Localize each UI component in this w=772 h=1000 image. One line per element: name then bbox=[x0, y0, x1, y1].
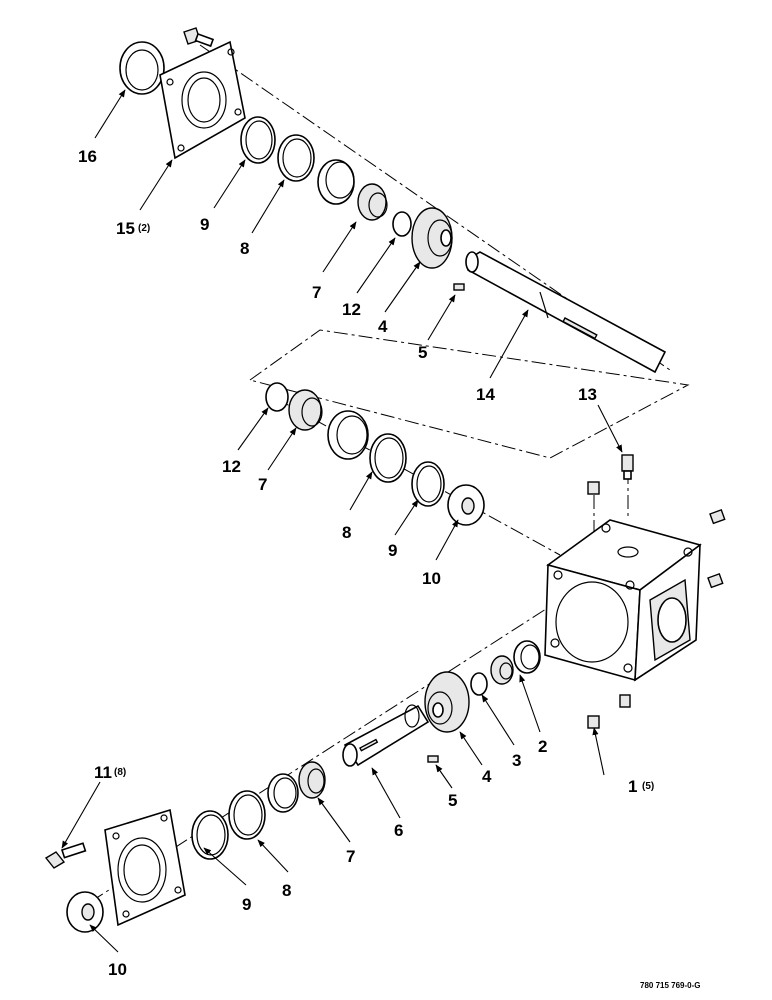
key-part-5-bot bbox=[427, 755, 439, 763]
seal-part-16 bbox=[119, 41, 165, 95]
callout-7-top: 7 bbox=[312, 283, 321, 302]
grease-fitting-part-13 bbox=[621, 454, 634, 480]
callout-16: 16 bbox=[78, 147, 97, 166]
washer-part-10-bot bbox=[66, 891, 104, 933]
callout-9-top: 9 bbox=[200, 215, 209, 234]
callout-6: 6 bbox=[394, 821, 403, 840]
callout-5-top: 5 bbox=[418, 343, 427, 362]
callout-9-bot: 9 bbox=[242, 895, 251, 914]
flange-plate-bot bbox=[104, 808, 186, 927]
bearing-cone-part-7-top bbox=[357, 183, 388, 221]
callout-13: 13 bbox=[578, 385, 597, 404]
ring-part-8-bot bbox=[228, 790, 266, 840]
snap-ring-part-9-top bbox=[240, 116, 276, 164]
callout-11-qty: (8) bbox=[114, 767, 126, 778]
gearbox-housing-part-1 bbox=[544, 519, 702, 682]
drawing-code: 780 715 769-0-G bbox=[640, 981, 701, 990]
washer-part-10-mid bbox=[447, 484, 485, 526]
bevel-gear-part-4-bot bbox=[424, 671, 470, 733]
callout-11: 11 bbox=[94, 763, 112, 782]
bearing-cup-mid bbox=[327, 410, 369, 460]
callout-4-bot: 4 bbox=[482, 767, 492, 786]
bolt-part-11 bbox=[44, 842, 87, 869]
callout-9-mid: 9 bbox=[388, 541, 397, 560]
bearing-cone-part-7-mid bbox=[288, 389, 323, 431]
callout-12-mid: 12 bbox=[222, 457, 241, 476]
callout-1: 1 bbox=[628, 777, 637, 796]
callout-8-mid: 8 bbox=[342, 523, 351, 542]
shaft-part-6 bbox=[342, 704, 430, 767]
ring-part-8-mid bbox=[369, 433, 407, 483]
callout-15-qty: (2) bbox=[138, 223, 150, 234]
callout-5-bot: 5 bbox=[448, 791, 457, 810]
callout-2: 2 bbox=[538, 737, 547, 756]
bearing-cone-part-2 bbox=[490, 655, 514, 685]
shaft-part-14 bbox=[465, 251, 667, 374]
callout-7-mid: 7 bbox=[258, 475, 267, 494]
callout-10-mid: 10 bbox=[422, 569, 441, 588]
ring-part-12-mid bbox=[265, 382, 289, 412]
callout-8-top: 8 bbox=[240, 239, 249, 258]
bevel-gear-part-4-top bbox=[411, 207, 453, 269]
bearing-cup-part-2 bbox=[513, 640, 541, 674]
callout-10-bot: 10 bbox=[108, 960, 127, 979]
snap-ring-part-9-bot bbox=[191, 810, 229, 860]
plug-screws bbox=[587, 481, 726, 729]
snap-ring-part-9-mid bbox=[411, 461, 445, 507]
ring-part-12-top bbox=[392, 211, 412, 237]
flange-plate-part-15 bbox=[159, 40, 246, 160]
callout-4-top: 4 bbox=[378, 317, 388, 336]
callout-3: 3 bbox=[512, 751, 521, 770]
callout-14: 14 bbox=[476, 385, 495, 404]
callout-1-qty: (5) bbox=[642, 781, 654, 792]
bearing-cup-bot bbox=[267, 773, 299, 813]
callout-12-top: 12 bbox=[342, 300, 361, 319]
bearing-cone-part-7-bot bbox=[298, 761, 326, 799]
callout-7-bot: 7 bbox=[346, 847, 355, 866]
leader-lines bbox=[61, 89, 623, 953]
callout-8-bot: 8 bbox=[282, 881, 291, 900]
key-part-5-top bbox=[453, 283, 465, 291]
bolt-top bbox=[183, 27, 215, 48]
ring-part-3 bbox=[470, 672, 488, 696]
callout-labels: 16 15 (2) 9 8 7 12 4 5 14 13 12 7 8 9 10… bbox=[78, 147, 701, 990]
ring-part-8-top bbox=[277, 134, 315, 182]
bearing-cup-top bbox=[317, 159, 355, 205]
callout-15: 15 bbox=[116, 219, 135, 238]
